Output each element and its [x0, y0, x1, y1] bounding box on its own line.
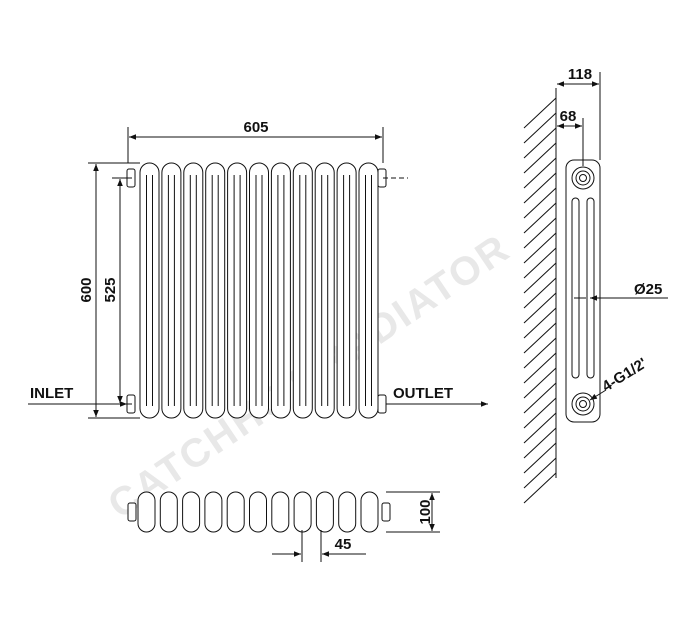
wall-hatch-line — [523, 307, 557, 339]
thread-label: 4-G1/2' — [599, 355, 650, 396]
wall-hatch-line — [523, 322, 557, 354]
dim-depth-68: 68 — [560, 108, 577, 125]
plan-column — [271, 491, 290, 533]
plan-column — [315, 491, 334, 533]
wall-hatch — [523, 97, 557, 504]
wall-hatch-line — [523, 202, 557, 234]
wall-hatch-line — [523, 412, 557, 444]
plan-column — [182, 491, 201, 533]
wall-hatch-line — [523, 97, 557, 129]
dim-height-525: 525 — [102, 277, 119, 302]
side-slot-left — [571, 197, 580, 379]
plan-column — [137, 491, 156, 533]
wall-hatch-line — [523, 157, 557, 189]
side-dimensions — [557, 72, 668, 401]
wall-hatch-line — [523, 427, 557, 459]
side-slot-right — [586, 197, 595, 379]
wall-hatch-line — [523, 337, 557, 369]
plan-column — [159, 491, 178, 533]
front-column — [358, 162, 379, 419]
wall-hatch-line — [523, 127, 557, 159]
front-column — [314, 162, 335, 419]
dim-diameter-25: Ø25 — [634, 281, 662, 298]
front-column — [227, 162, 248, 419]
front-view — [126, 162, 387, 419]
wall-hatch-line — [523, 232, 557, 264]
plan-column — [226, 491, 245, 533]
plan-column — [249, 491, 267, 533]
wall-hatch-line — [523, 367, 557, 399]
plan-column — [293, 491, 312, 533]
plan-view — [127, 491, 391, 533]
wall-hatch-line — [523, 142, 557, 174]
front-column — [249, 162, 269, 419]
front-dimensions — [28, 127, 488, 419]
front-column — [139, 162, 160, 419]
wall-hatch-line — [523, 397, 557, 429]
front-column — [270, 162, 291, 419]
side-view — [523, 88, 601, 504]
top-fitting-core — [579, 174, 587, 182]
wall-hatch-line — [523, 172, 557, 204]
wall-hatch-line — [523, 247, 557, 279]
wall-hatch-line — [523, 277, 557, 309]
wall-hatch-line — [523, 112, 557, 144]
plan-end-plug — [127, 502, 137, 522]
plan-column — [338, 491, 357, 533]
front-column — [205, 162, 226, 419]
plan-end-plug — [381, 502, 391, 522]
plan-dimensions — [272, 491, 440, 562]
wall-hatch-line — [523, 262, 557, 294]
dim-depth-118: 118 — [568, 66, 592, 83]
dim-height-600: 600 — [78, 277, 95, 302]
plan-column — [204, 491, 223, 533]
outlet-label: OUTLET — [393, 385, 453, 402]
plan-column — [360, 491, 379, 533]
wall-hatch-line — [523, 217, 557, 249]
side-body — [565, 159, 601, 423]
dim-plan-100: 100 — [417, 499, 434, 524]
wall-hatch-line — [523, 382, 557, 414]
wall-hatch-line — [523, 457, 557, 489]
front-column — [183, 162, 204, 419]
wall-hatch-line — [523, 352, 557, 384]
dim-pitch-45: 45 — [335, 536, 352, 553]
inlet-label: INLET — [30, 385, 73, 402]
wall-hatch-line — [523, 442, 557, 474]
wall-hatch-line — [523, 472, 557, 504]
front-column — [292, 162, 313, 419]
bottom-fitting-core — [579, 400, 587, 408]
dim-width-605: 605 — [243, 119, 268, 136]
front-column — [336, 162, 357, 419]
wall-hatch-line — [523, 292, 557, 324]
end-plug — [377, 394, 387, 414]
front-column — [161, 162, 182, 419]
wall-hatch-line — [523, 187, 557, 219]
